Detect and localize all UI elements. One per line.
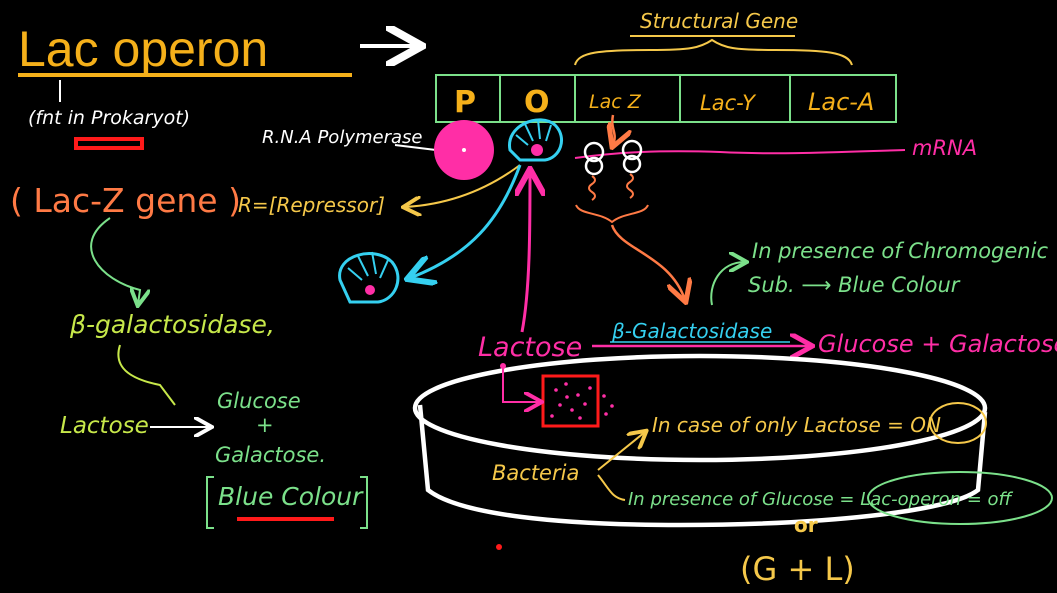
bacteria-colony-box xyxy=(541,374,600,428)
polypeptide-icon xyxy=(588,173,634,201)
structural-gene-label: Structural Gene xyxy=(640,9,798,33)
main-lactose: Lactose xyxy=(478,332,582,363)
lacz-to-ribosome-arrow xyxy=(612,114,614,145)
repressor-label: R=[Repressor] xyxy=(238,193,385,217)
reaction-substrate: Lactose xyxy=(60,413,149,439)
main-products: Glucose + Galactose xyxy=(818,330,1057,358)
bacteria-label: Bacteria xyxy=(492,461,579,485)
bacteria-colony-dots xyxy=(550,382,614,420)
prokaryote-note: (fnt in Prokaryot) xyxy=(28,107,190,129)
repressor-release-arrow xyxy=(410,164,522,278)
operon-strip xyxy=(435,74,897,123)
blue-colour-label: Blue Colour xyxy=(218,482,364,511)
main-enzyme: β-Galactosidase xyxy=(611,319,772,343)
lactose-to-colony-arrow xyxy=(502,368,540,402)
blue-colour-bracket-right xyxy=(360,476,368,529)
gene-to-enzyme-curve xyxy=(90,217,140,304)
structural-gene-brace xyxy=(574,38,853,66)
bacteria-dot-red xyxy=(496,544,502,550)
product-glucose: Glucose xyxy=(217,389,301,413)
polypeptide-brace xyxy=(575,204,649,224)
blue-colour-bracket-left xyxy=(206,476,214,529)
chromogenic-line-2: Sub. ⟶ Blue Colour xyxy=(748,273,961,297)
case-only-lactose: In case of only Lactose = ON xyxy=(652,413,941,437)
product-plus: + xyxy=(256,413,274,437)
petri-dish-icon xyxy=(412,353,988,528)
lactose-binding-arrow xyxy=(522,172,530,333)
enzyme-name: β-galactosidase, xyxy=(69,310,275,339)
operon-box-lac-a: Lac-A xyxy=(808,88,874,116)
prokaryote-highlight xyxy=(74,137,144,150)
product-galactose: Galactose. xyxy=(215,443,326,467)
operon-box-lac-z: Lac Z xyxy=(589,91,642,113)
operon-box-operator: O xyxy=(524,85,550,120)
case-glucose: In presence of Glucose = Lac-operon = of… xyxy=(628,489,1014,510)
operon-box-promoter: P xyxy=(454,85,476,120)
chromogenic-arrow xyxy=(710,262,745,306)
enzyme-to-reaction-line xyxy=(117,344,176,406)
g-plus-l: (G + L) xyxy=(740,550,855,588)
on-highlight-circle xyxy=(929,402,987,444)
gene-name: ( Lac-Z gene ) xyxy=(10,181,241,220)
chromogenic-line-1: In presence of Chromogenic xyxy=(752,239,1048,263)
rna-polymerase-dot xyxy=(462,148,466,152)
ribosome-icon xyxy=(583,139,643,176)
or-label: or xyxy=(794,513,818,537)
repressor-icon xyxy=(508,118,563,162)
bacteria-to-glucose-case xyxy=(597,474,626,501)
bacteria-to-lactose-case xyxy=(597,432,645,471)
rna-polymerase-pointer xyxy=(394,144,437,151)
rna-polymerase-label: R.N.A Polymerase xyxy=(262,127,422,148)
bacteria-dot-pink xyxy=(500,363,506,369)
released-repressor-icon xyxy=(338,251,400,304)
mrna-line xyxy=(574,149,906,159)
operon-box-lac-y: Lac-Y xyxy=(700,91,757,115)
repressor-pointer xyxy=(405,164,521,207)
mrna-label: mRNA xyxy=(912,136,977,160)
off-highlight-circle xyxy=(867,471,1053,525)
page-title: Lac operon xyxy=(18,21,268,77)
polypeptide-to-enzyme-arrow xyxy=(610,224,685,300)
